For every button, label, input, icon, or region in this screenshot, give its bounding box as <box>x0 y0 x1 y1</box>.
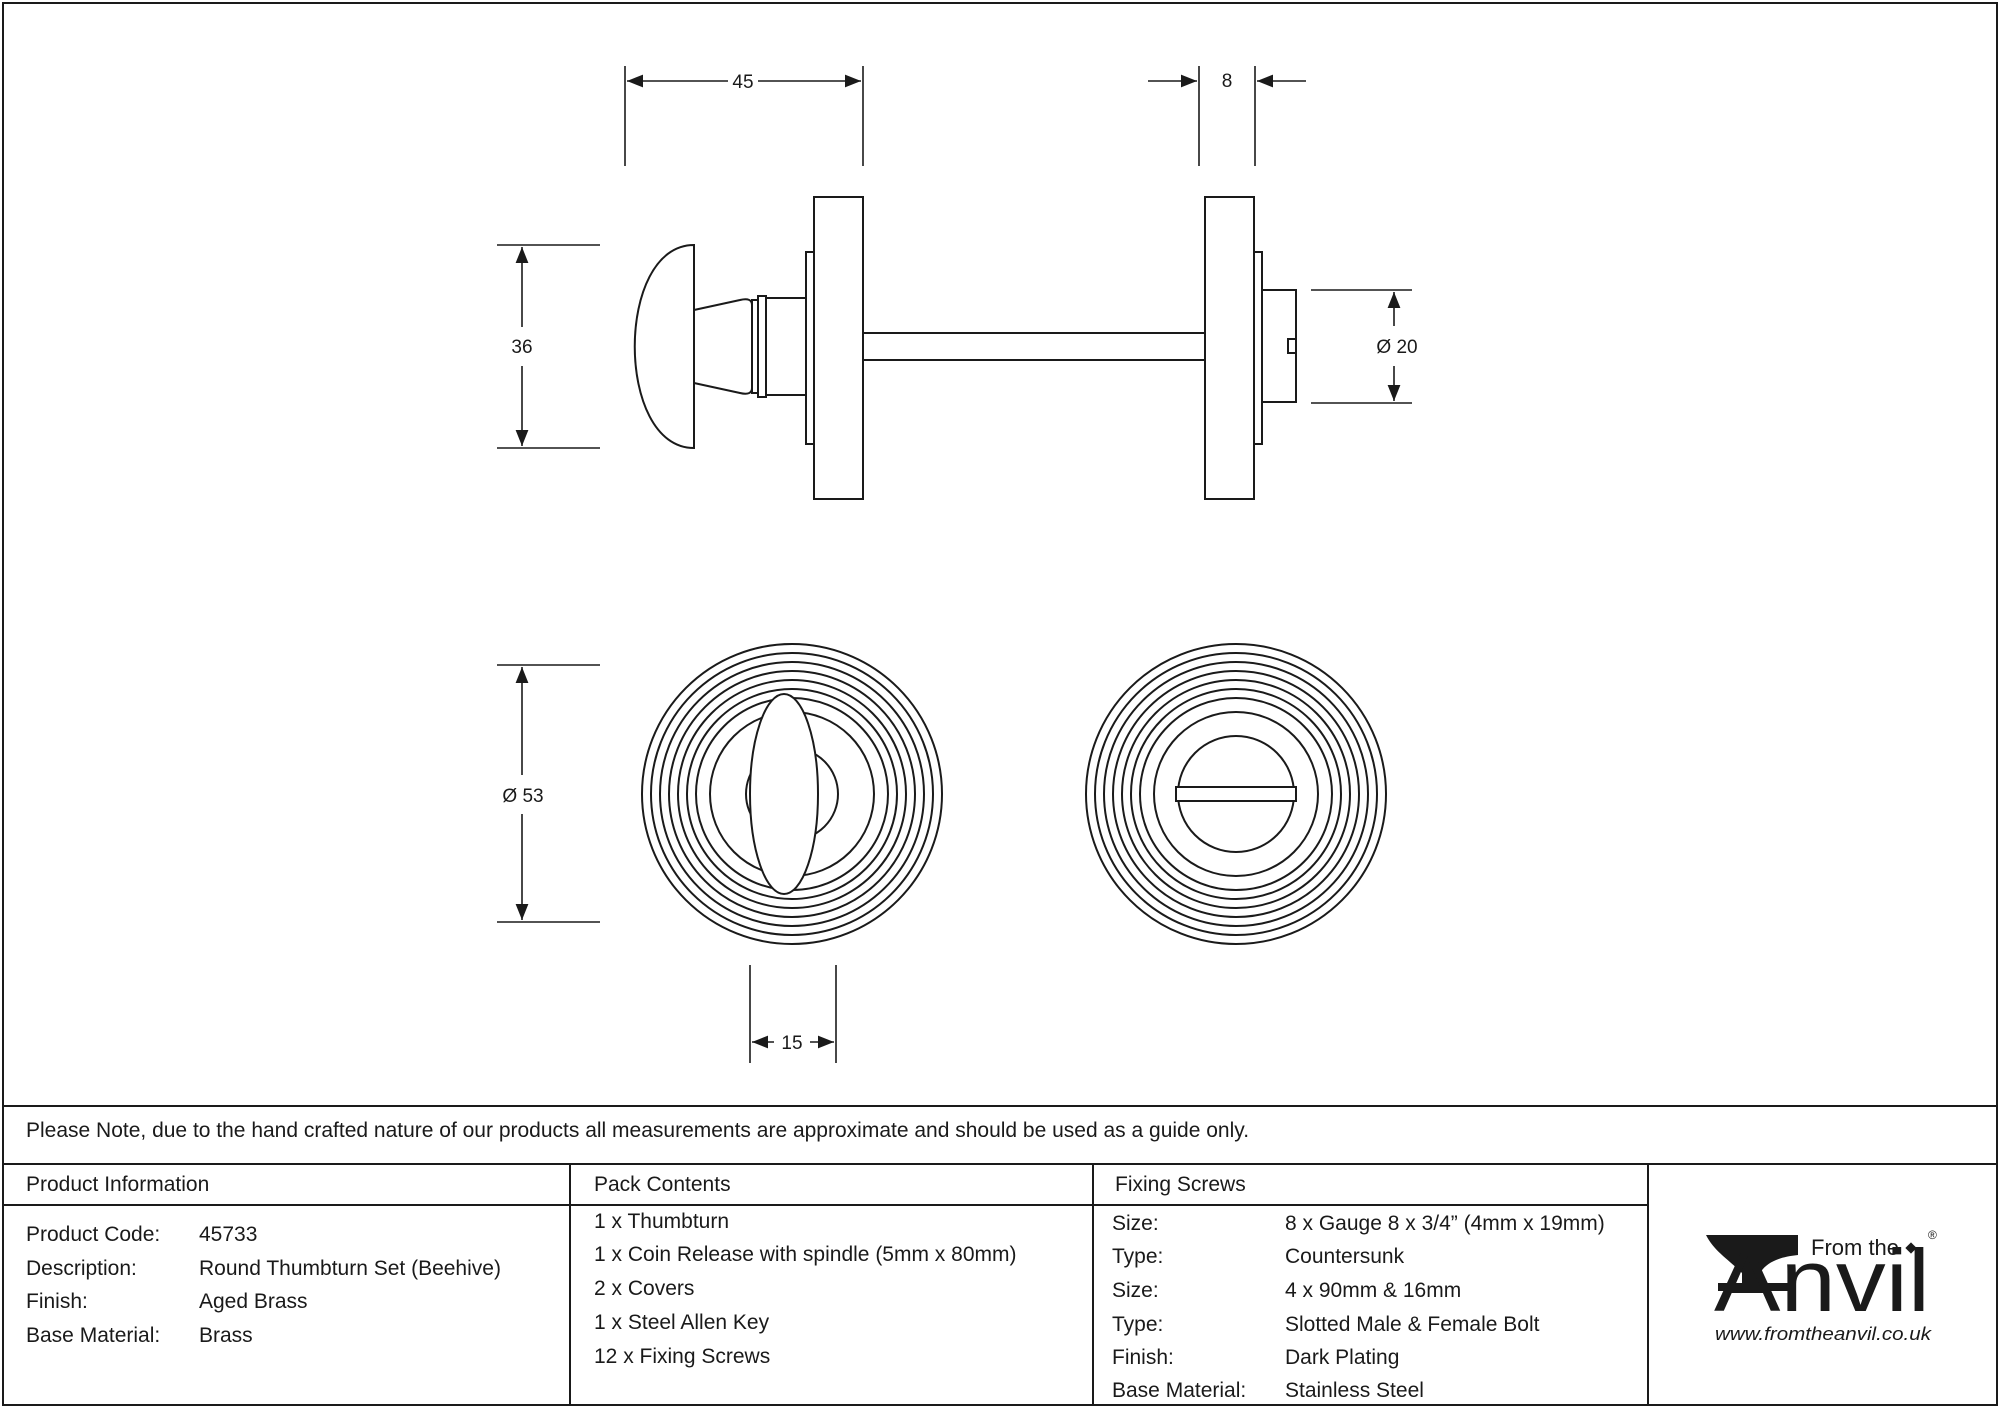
screw-base-material-value: Stainless Steel <box>1285 1379 1424 1402</box>
thumbturn-front <box>749 693 819 895</box>
logo-registered: ® <box>1928 1228 1937 1242</box>
product-info-header: Product Information <box>26 1173 210 1196</box>
left-rose-front <box>641 643 943 945</box>
screw-finish-label: Finish: <box>1112 1346 1174 1369</box>
screw-type-label: Type: <box>1112 1245 1164 1268</box>
logo-diamond <box>1905 1242 1917 1254</box>
pack-contents-header: Pack Contents <box>594 1173 731 1196</box>
screw-base-material-label: Base Material: <box>1112 1379 1247 1402</box>
pack-item-thumbturn: 1 x Thumbturn <box>594 1210 730 1233</box>
logo-from-the: From the <box>1811 1235 1899 1260</box>
description-label: Description: <box>26 1257 137 1280</box>
right-rose <box>1204 196 1255 500</box>
coin-release-slot <box>1287 338 1297 354</box>
left-rose <box>813 196 864 500</box>
dim-label-20: Ø 20 <box>1376 337 1417 358</box>
thumbturn-knob <box>633 243 695 450</box>
finish-value: Aged Brass <box>199 1290 308 1313</box>
dim-label-36: 36 <box>511 337 532 358</box>
finish-label: Finish: <box>26 1290 88 1313</box>
from-the-anvil-logo: From the ® Anvil www.fromtheanvil.co.uk <box>1648 1165 1998 1405</box>
right-base-plate <box>1253 251 1263 445</box>
dim-label-53: Ø 53 <box>502 786 543 807</box>
product-code-value: 45733 <box>199 1223 258 1246</box>
dim-label-8: 8 <box>1222 71 1233 92</box>
bolt-type-label: Type: <box>1112 1313 1164 1336</box>
screw-size-value: 8 x Gauge 8 x 3/4” (4mm x 19mm) <box>1285 1212 1605 1235</box>
bolt-type-value: Slotted Male & Female Bolt <box>1285 1313 1540 1336</box>
collar-ring-2 <box>757 295 767 398</box>
base-material-value: Brass <box>199 1324 253 1347</box>
disclaimer-note: Please Note, due to the hand crafted nat… <box>26 1119 1250 1142</box>
screw-size-label: Size: <box>1112 1212 1159 1235</box>
knob-neck <box>693 298 753 395</box>
right-rose-front <box>1085 643 1387 945</box>
pack-item-fixing-screws: 12 x Fixing Screws <box>594 1345 771 1368</box>
anvil-icon <box>1706 1235 1798 1291</box>
logo-brand: Anvil <box>1714 1231 1930 1330</box>
product-code-label: Product Code: <box>26 1223 161 1246</box>
pack-item-allen-key: 1 x Steel Allen Key <box>594 1311 770 1334</box>
logo-url: www.fromtheanvil.co.uk <box>1715 1324 1932 1344</box>
bolt-size-label: Size: <box>1112 1279 1159 1302</box>
coin-slot-front <box>1175 786 1297 802</box>
screw-type-value: Countersunk <box>1285 1245 1405 1268</box>
pack-item-covers: 2 x Covers <box>594 1277 695 1300</box>
spindle <box>862 332 1206 361</box>
screw-finish-value: Dark Plating <box>1285 1346 1400 1369</box>
base-material-label: Base Material: <box>26 1324 161 1347</box>
collar <box>765 297 807 396</box>
dim-label-15: 15 <box>781 1033 802 1054</box>
dim-label-45: 45 <box>732 72 753 93</box>
fixing-screws-header: Fixing Screws <box>1115 1173 1246 1196</box>
pack-item-coin-release: 1 x Coin Release with spindle (5mm x 80m… <box>594 1243 1017 1266</box>
description-value: Round Thumbturn Set (Beehive) <box>199 1257 501 1280</box>
bolt-size-value: 4 x 90mm & 16mm <box>1285 1279 1462 1302</box>
left-base-plate <box>805 251 815 445</box>
